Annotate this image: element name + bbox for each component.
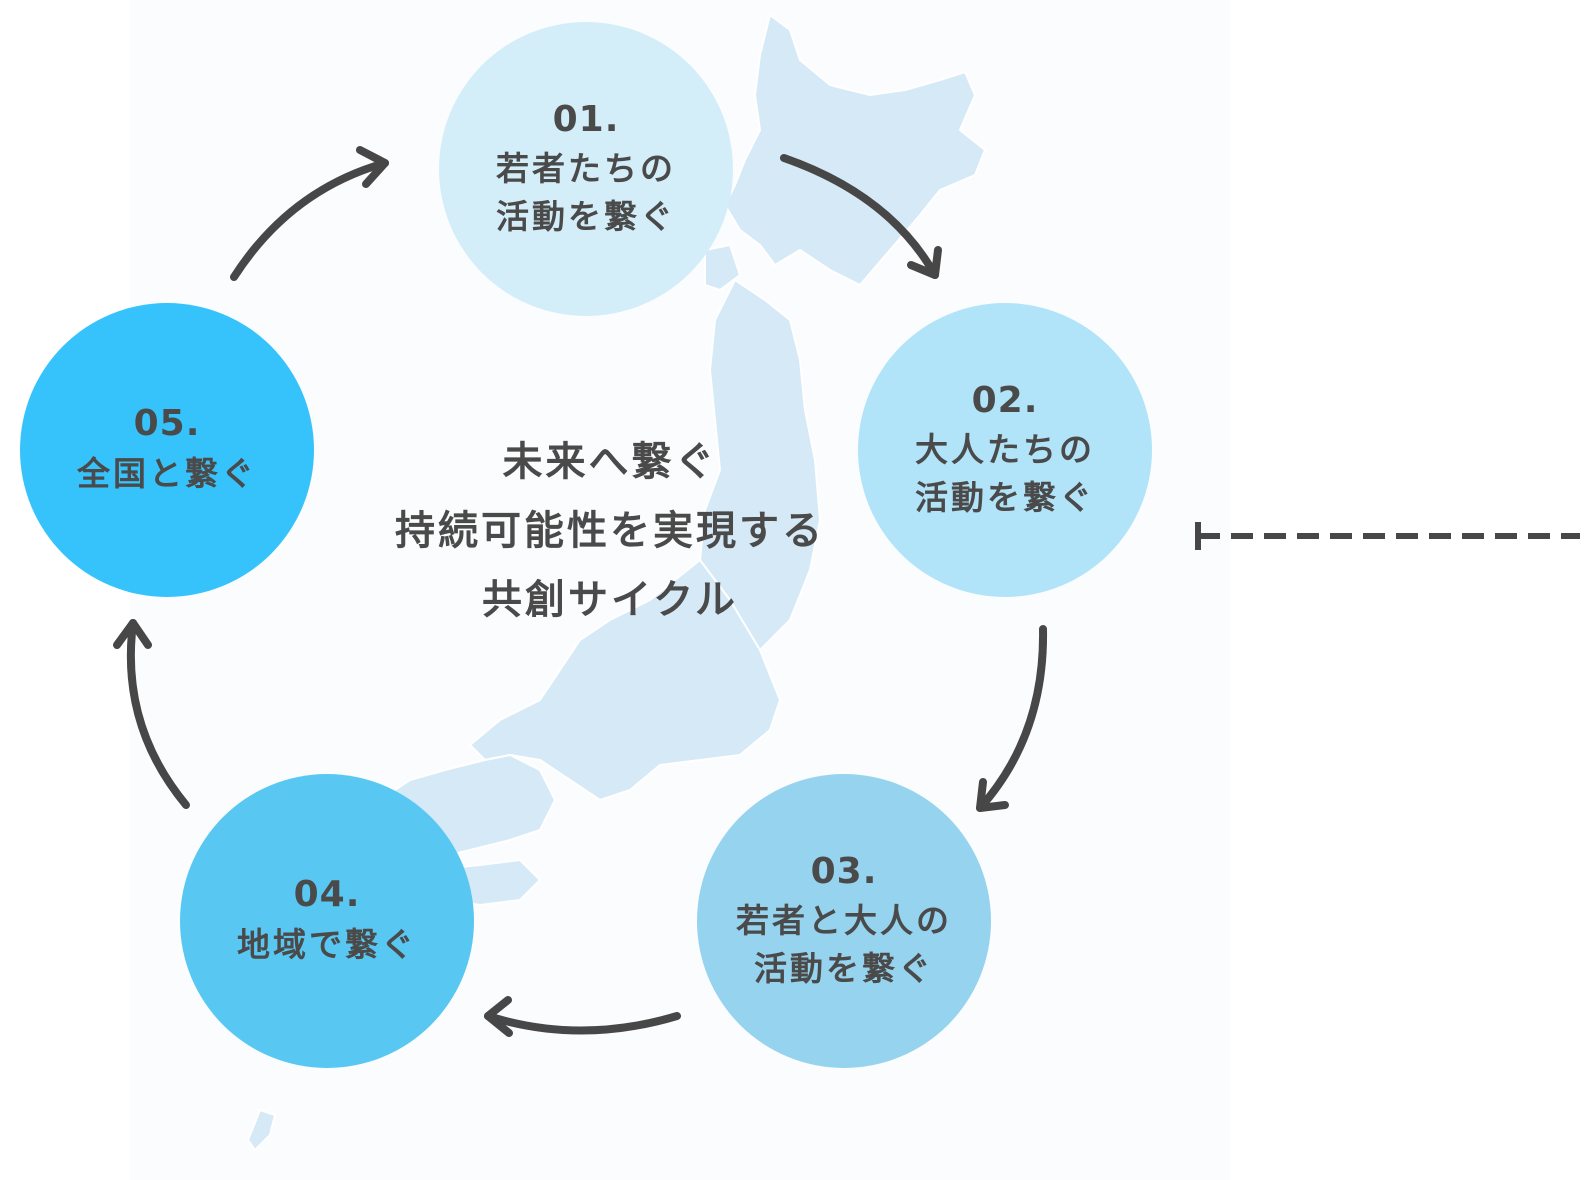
step-02-label-line2: 活動を繋ぐ — [915, 477, 1095, 517]
arrow-01-to-02 — [780, 154, 939, 279]
step-04-label-line1: 地域で繋ぐ — [237, 924, 417, 964]
step-03-number: 03. — [810, 850, 878, 892]
step-03-circle: 03. 若者と大人の 活動を繋ぐ — [697, 774, 991, 1068]
arrowhead-03-to-04 — [484, 996, 513, 1037]
arrow-05-to-01 — [230, 159, 389, 281]
arrowhead-04-to-05 — [113, 619, 152, 649]
cycle-title-line3: 共創サイクル — [482, 576, 738, 623]
step-01-circle: 01. 若者たちの 活動を繋ぐ — [439, 22, 733, 316]
arrow-03-to-04 — [484, 1012, 681, 1035]
step-04-circle: 04. 地域で繋ぐ — [180, 774, 474, 1068]
step-05-circle: 05. 全国と繋ぐ — [20, 303, 314, 597]
step-02-circle: 02. 大人たちの 活動を繋ぐ — [858, 303, 1152, 597]
arrow-02-to-03 — [976, 625, 1048, 812]
cycle-title-line1: 未来へ繋ぐ — [502, 439, 718, 485]
step-02-number: 02. — [971, 379, 1039, 421]
step-05-label-line1: 全国と繋ぐ — [77, 453, 257, 493]
arrow-04-to-05 — [126, 619, 190, 809]
cycle-title-line2: 持続可能性を実現する — [395, 507, 825, 554]
arrowhead-01-to-02 — [907, 246, 942, 279]
cycle-title: 未来へ繋ぐ 持続可能性を実現する 共創サイクル — [360, 428, 860, 634]
step-01-label-line1: 若者たちの — [496, 148, 676, 188]
step-03-label-line2: 活動を繋ぐ — [754, 948, 934, 988]
step-01-label-line2: 活動を繋ぐ — [496, 196, 676, 236]
step-05-number: 05. — [133, 403, 201, 445]
step-01-number: 01. — [552, 98, 620, 140]
step-03-label-line1: 若者と大人の — [736, 900, 952, 940]
step-04-number: 04. — [293, 874, 361, 916]
arrowhead-05-to-01 — [356, 146, 389, 188]
arrowhead-02-to-03 — [976, 778, 1009, 812]
step-02-label-line1: 大人たちの — [915, 429, 1095, 469]
